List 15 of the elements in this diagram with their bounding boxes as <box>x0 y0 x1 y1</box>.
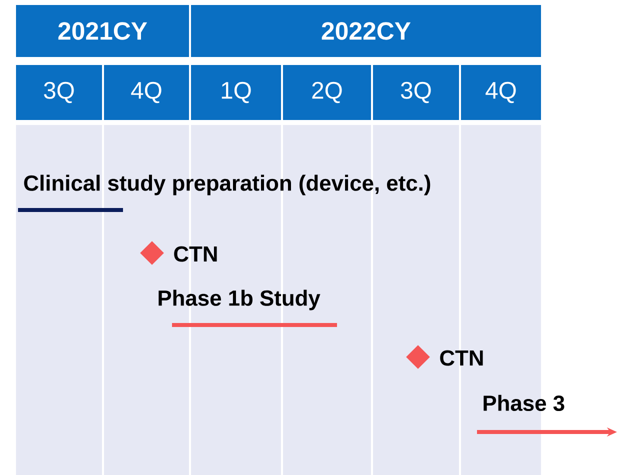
header-cell: 2021CY <box>16 5 189 57</box>
header-cell: 4Q <box>461 65 541 120</box>
task-label: Clinical study preparation (device, etc.) <box>24 174 430 196</box>
header-cell: 2Q <box>283 65 371 120</box>
header-cell: 4Q <box>104 65 189 120</box>
task-label: Phase 3 <box>484 394 564 412</box>
milestone-label: CTN <box>174 246 217 262</box>
header-cell: 3Q <box>373 65 459 120</box>
milestone-diamond <box>140 241 164 265</box>
milestone-label: CTN <box>440 350 483 366</box>
task-label: Phase 1b Study <box>158 290 320 310</box>
milestone-diamond <box>406 345 430 369</box>
header-cell: 1Q <box>191 65 281 120</box>
header-cell: 2022CY <box>191 5 541 57</box>
header-cell: 3Q <box>16 65 102 120</box>
